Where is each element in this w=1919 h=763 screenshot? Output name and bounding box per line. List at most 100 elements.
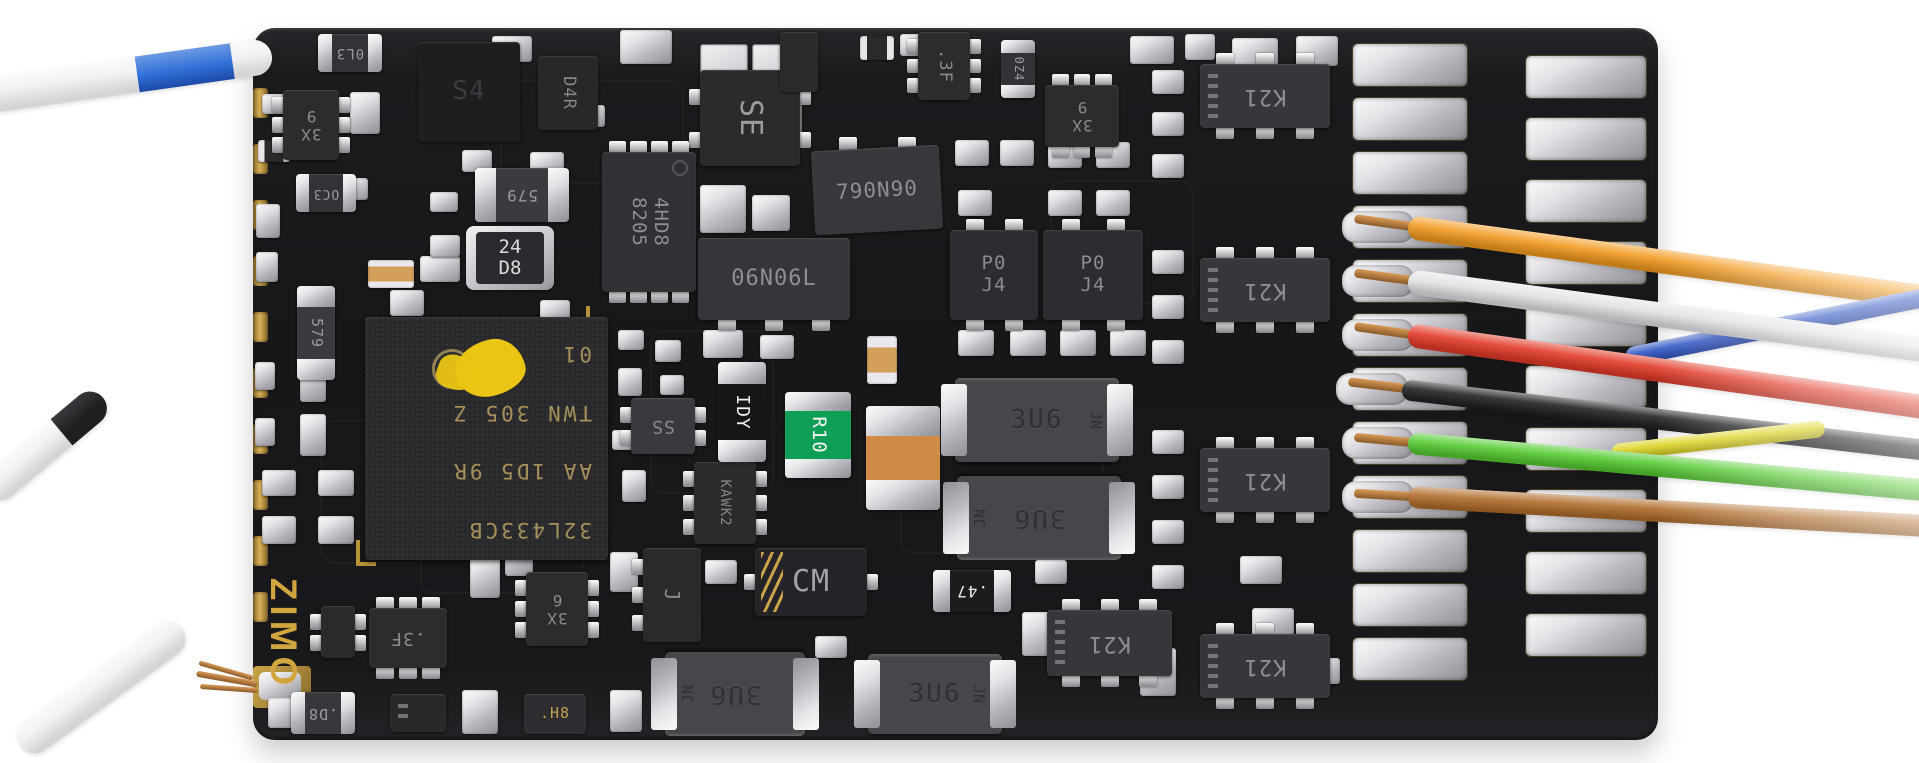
component-chip-unmarked-2 xyxy=(321,606,355,658)
chip-pin xyxy=(753,495,767,511)
chip-pin xyxy=(1296,695,1314,709)
chip-pin xyxy=(1138,599,1157,613)
component-label-2: JN xyxy=(971,508,990,528)
chip-pin xyxy=(683,495,697,511)
component-label: P0 J4 xyxy=(1080,252,1106,296)
component-chip-ss: SS xyxy=(631,398,695,454)
passive-component xyxy=(815,636,847,658)
passive-component xyxy=(300,414,326,456)
component-label: 3X 9 xyxy=(1071,98,1093,136)
chip-pin xyxy=(864,574,878,590)
chip-pin xyxy=(651,141,668,155)
stripe-marking xyxy=(761,552,783,612)
end-cap xyxy=(297,286,335,307)
component-diode-3u6-4: 3U6 JN xyxy=(854,654,1016,734)
chip-pin xyxy=(1296,247,1314,261)
passive-component xyxy=(430,192,458,212)
component-label: 3U6 xyxy=(908,679,962,709)
chip-pin xyxy=(689,88,703,105)
passive-component xyxy=(1185,34,1215,60)
chip-pin xyxy=(336,137,350,153)
chip-pin xyxy=(717,317,736,331)
passive-component xyxy=(1152,475,1184,499)
passive-component xyxy=(700,185,746,233)
end-cap xyxy=(785,392,851,411)
chip-pin xyxy=(797,88,811,105)
chip-pin xyxy=(1216,125,1234,139)
component-chip-h8: .H8 xyxy=(524,694,586,734)
chip-pin xyxy=(336,97,350,113)
end-cap xyxy=(368,34,382,72)
solder-pad xyxy=(1526,552,1646,594)
crystal-face: 24 D8 xyxy=(476,232,544,284)
wire-pad-gold xyxy=(253,666,311,708)
end-cap xyxy=(475,168,496,222)
passive-component xyxy=(1110,330,1146,356)
passive-component xyxy=(752,195,790,231)
component-label: J xyxy=(660,588,685,602)
component-label: OC3 xyxy=(312,186,340,202)
chip-pin xyxy=(1216,509,1234,523)
component-label-2: JN xyxy=(969,684,988,704)
component-chip-p0j4-1: P0 J4 xyxy=(950,230,1038,320)
wire-white-black-tip xyxy=(0,384,114,508)
solder-pad xyxy=(1353,44,1467,86)
chip-pin xyxy=(1004,317,1023,331)
passive-component xyxy=(1060,330,1096,356)
chip-pin xyxy=(1296,437,1314,451)
chip-pin xyxy=(609,289,626,303)
component-label: 0Z4 xyxy=(1011,56,1026,82)
component-diode-oc3: OC3 xyxy=(296,174,356,212)
chip-pin xyxy=(515,622,529,639)
chip-pin xyxy=(1296,623,1314,637)
passive-component xyxy=(1152,430,1184,454)
end-cap xyxy=(933,570,950,612)
chip-pin xyxy=(352,634,366,651)
chip-pin xyxy=(515,579,529,596)
component-label: .H8 xyxy=(539,704,571,723)
passive-component xyxy=(618,368,642,396)
passive-component xyxy=(1048,190,1082,216)
chip-pin xyxy=(907,58,921,74)
chip-pin xyxy=(376,665,395,679)
component-label: .D8 xyxy=(307,704,339,723)
passive-component xyxy=(255,362,275,390)
edge-pad-gold xyxy=(253,592,268,622)
component-chip-d4r: D4R xyxy=(538,56,598,130)
chip-pin xyxy=(1216,695,1234,709)
passive-component xyxy=(256,252,278,282)
end-cap xyxy=(785,459,851,478)
solder-pad xyxy=(1526,118,1646,160)
mcu-marking-line: TWN 305 Z xyxy=(451,400,592,425)
component-label: 3U6 xyxy=(1010,405,1064,435)
chip-pin xyxy=(1004,219,1023,233)
chip-pin xyxy=(1100,599,1119,613)
passive-component xyxy=(955,140,989,166)
chip-pin xyxy=(1106,317,1125,331)
chip-pin xyxy=(376,597,395,611)
chip-pin xyxy=(967,39,981,54)
end-cap xyxy=(941,384,967,456)
chip-pin xyxy=(1256,623,1274,637)
chip-pin xyxy=(585,622,599,639)
chip-pin xyxy=(1256,247,1274,261)
component-label: 579 xyxy=(506,186,538,206)
component-label: K21 xyxy=(1088,630,1131,656)
solder-pad xyxy=(1353,152,1467,194)
chip-pin xyxy=(632,587,646,603)
chip-pin xyxy=(1296,509,1314,523)
end-cap xyxy=(297,359,335,380)
chip-pin xyxy=(1296,53,1314,67)
chip-pin xyxy=(1296,125,1314,139)
passive-component xyxy=(470,556,500,598)
passive-component xyxy=(1152,340,1184,364)
chip-pin xyxy=(965,317,984,331)
passive-component xyxy=(867,336,897,384)
chip-pin xyxy=(1052,144,1069,158)
solder-pad xyxy=(1353,530,1467,572)
chip-pin xyxy=(812,317,831,331)
end-cap xyxy=(318,34,332,72)
end-cap xyxy=(291,692,305,734)
passive-component xyxy=(1010,330,1046,356)
